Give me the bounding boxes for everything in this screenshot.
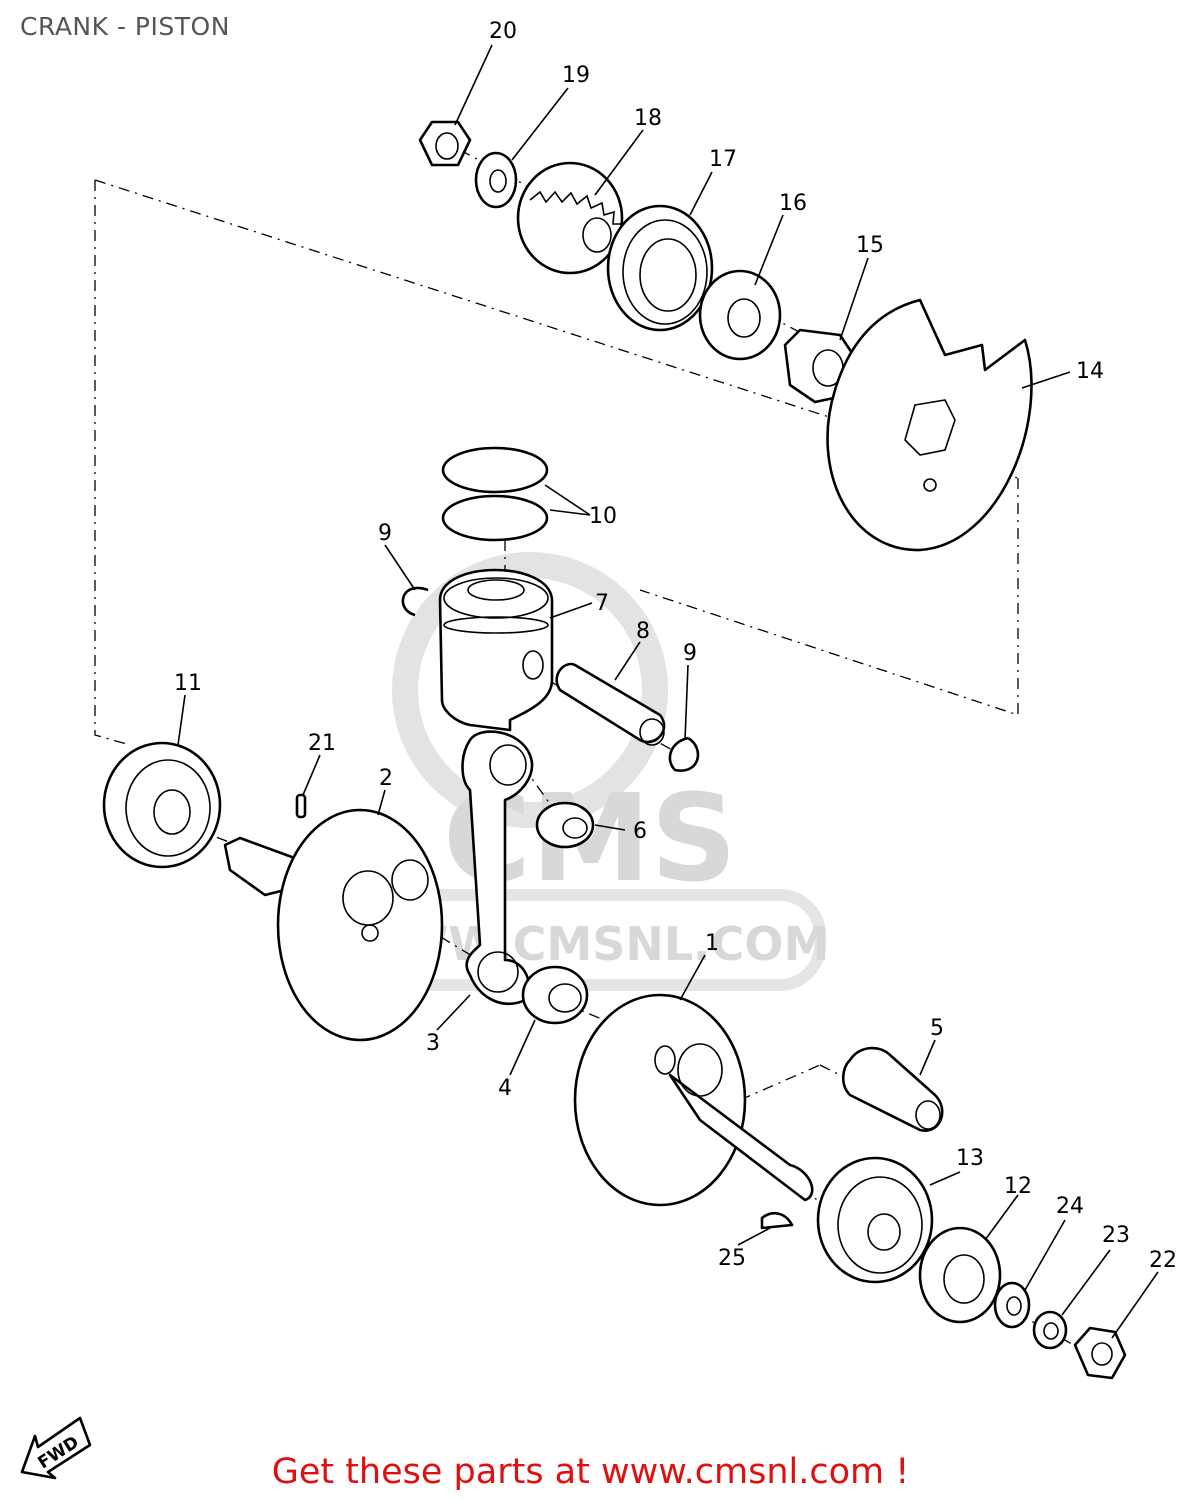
callout-20: 20 bbox=[489, 19, 517, 44]
callout-12: 12 bbox=[1004, 1174, 1032, 1199]
callout-13: 13 bbox=[956, 1146, 984, 1171]
part-9-clip-left bbox=[401, 586, 429, 617]
callout-21: 21 bbox=[308, 731, 336, 756]
callout-2: 2 bbox=[379, 766, 393, 791]
page-title: CRANK - PISTON bbox=[20, 12, 230, 41]
part-18-gear bbox=[516, 161, 629, 275]
part-2-crank-left bbox=[223, 808, 444, 1042]
part-20-nut bbox=[418, 120, 472, 167]
callout-11: 11 bbox=[174, 671, 202, 696]
part-8-piston-pin bbox=[555, 662, 666, 746]
callout-7: 7 bbox=[595, 591, 609, 616]
callout-22: 22 bbox=[1149, 1248, 1177, 1273]
part-24-washer bbox=[993, 1281, 1031, 1329]
callout-1: 1 bbox=[705, 931, 719, 956]
callout-5: 5 bbox=[930, 1016, 944, 1041]
fwd-arrow-icon: FWD bbox=[20, 1416, 92, 1480]
callout-8: 8 bbox=[636, 619, 650, 644]
part-1-crank-right bbox=[573, 993, 814, 1207]
part-16-spacer bbox=[698, 269, 782, 361]
callout-24: 24 bbox=[1056, 1194, 1084, 1219]
footer-link[interactable]: Get these parts at www.cmsnl.com ! bbox=[271, 1452, 910, 1492]
part-9-clip-right bbox=[668, 736, 700, 772]
callout-15: 15 bbox=[856, 233, 884, 258]
leader-lines bbox=[177, 44, 1159, 1339]
callout-9a: 9 bbox=[378, 521, 392, 546]
part-13-bearing bbox=[816, 1156, 934, 1284]
callout-17: 17 bbox=[709, 147, 737, 172]
callout-labels: 1 2 3 4 5 6 7 8 9 9 10 11 12 13 14 15 16… bbox=[174, 19, 1177, 1273]
callout-19: 19 bbox=[562, 63, 590, 88]
part-11-bearing bbox=[102, 741, 222, 869]
callout-16: 16 bbox=[779, 191, 807, 216]
callout-14: 14 bbox=[1076, 359, 1104, 384]
part-7-piston bbox=[438, 568, 554, 732]
part-19-washer bbox=[474, 151, 518, 209]
part-25-woodruff-key bbox=[760, 1211, 794, 1230]
part-4-needle-bearing bbox=[521, 965, 589, 1025]
callout-3: 3 bbox=[426, 1031, 440, 1056]
part-14-disc bbox=[826, 298, 1033, 552]
callout-18: 18 bbox=[634, 106, 662, 131]
callout-23: 23 bbox=[1102, 1223, 1130, 1248]
callout-4: 4 bbox=[498, 1076, 512, 1101]
part-17-bearing bbox=[606, 204, 714, 332]
part-21-dowel-pin bbox=[295, 793, 307, 819]
callout-6: 6 bbox=[633, 819, 647, 844]
part-22-nut bbox=[1073, 1326, 1127, 1380]
callout-10: 10 bbox=[589, 504, 617, 529]
callout-9b: 9 bbox=[683, 641, 697, 666]
part-10-piston-rings bbox=[441, 446, 549, 542]
part-6-needle-bearing bbox=[535, 801, 595, 849]
part-12-oil-seal bbox=[918, 1226, 1002, 1324]
part-23-lock-washer bbox=[1032, 1310, 1068, 1350]
part-5-spacer bbox=[841, 1046, 944, 1132]
callout-25: 25 bbox=[718, 1246, 746, 1271]
